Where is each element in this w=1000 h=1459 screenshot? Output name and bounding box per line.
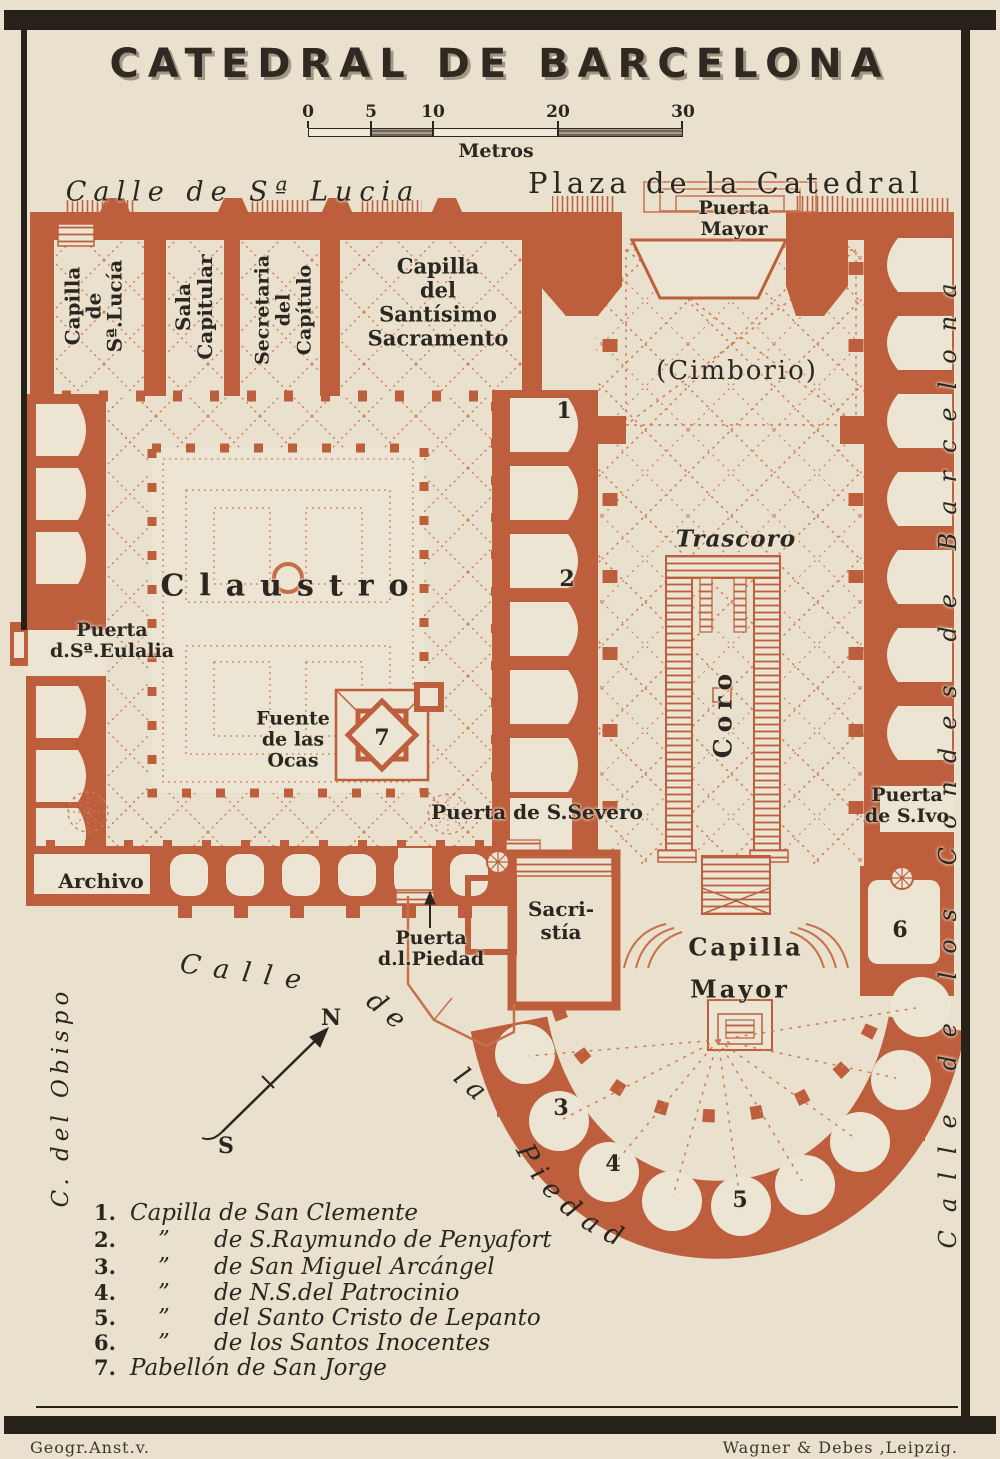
legend-row: 7.Pabellón de San Jorge: [94, 1355, 387, 1381]
frame-right: [961, 10, 970, 1416]
sacristy: [465, 849, 621, 1011]
compass-south-label: S: [218, 1133, 234, 1159]
legend-row: 3.”de San Miguel Arcángel: [94, 1254, 495, 1280]
door-label-ivo: Puerta de S.Ivo: [864, 784, 950, 827]
chapel-number-5: 5: [732, 1187, 748, 1213]
scale-tick: 30: [671, 102, 695, 122]
room-label-sala-capitular: Sala Capitular: [171, 254, 217, 360]
piedad-courtyard: [406, 896, 516, 1048]
room-label-archivo: Archivo: [58, 869, 144, 893]
chapel-number-6: 6: [892, 917, 908, 943]
coro-enclosure: [657, 555, 789, 863]
legend-row: 6.”de los Santos Inocentes: [94, 1330, 491, 1356]
spiral-stair-icons: [486, 850, 914, 890]
scale-tick: 5: [365, 102, 377, 122]
piedad-door-arrow: [424, 890, 436, 928]
street-label-obispo: C. del Obispo: [48, 986, 74, 1208]
room-label-trascoro: Trascoro: [675, 525, 797, 553]
room-label-claustro: Claustro: [160, 568, 424, 604]
frame-top: [4, 10, 996, 30]
vault-textures: [44, 240, 872, 864]
chapel-number-1: 1: [556, 398, 572, 424]
room-label-sacristia: Sacri- stía: [527, 897, 595, 944]
plaza-label: Plaza de la Catedral: [528, 166, 924, 200]
legend-row: 1.Capilla de San Clemente: [94, 1200, 419, 1226]
compass-needle: [201, 1026, 329, 1141]
scale-tick: 10: [421, 102, 445, 122]
cloister-south-band: [26, 840, 512, 918]
rosette-vaults: [67, 791, 469, 835]
chapel-number-4: 4: [605, 1151, 621, 1177]
door-label-piedad: Puerta d.l.Piedad: [377, 927, 485, 970]
legend-row: 2.”de S.Raymundo de Penyafort: [94, 1227, 552, 1253]
room-label-capilla-lucia: Capilla de Sª.Lucía: [60, 259, 127, 353]
credit-right: Wagner & Debes ,Leipzig.: [722, 1438, 958, 1457]
credit-left: Geogr.Anst.v.: [30, 1438, 150, 1457]
scale-tick: 20: [546, 102, 570, 122]
garth-well: [272, 562, 304, 594]
frame-bottom-thin: [36, 1406, 958, 1408]
door-label-severo: Puerta de S.Severo: [431, 800, 643, 824]
west-nave-chapels: [491, 390, 598, 868]
chapel-number-7: 7: [374, 725, 390, 751]
scale-tick: 0: [302, 102, 314, 122]
cloister-garth: [147, 443, 444, 798]
puerta-mayor-portal: [540, 181, 848, 316]
scale-unit: Metros: [458, 140, 534, 162]
street-label-condes: Calle de los Condes de Barcelona: [934, 265, 962, 1249]
apse-chapel-ring: [470, 977, 966, 1259]
legend-row: 5.”del Santo Cristo de Lepanto: [94, 1305, 541, 1331]
room-label-fuente: Fuente de las Ocas: [256, 707, 330, 772]
door-label-eulalia: Puerta d.Sª.Eulalia: [49, 619, 175, 662]
room-label-coro: Coro: [708, 667, 738, 759]
room-label-cimborio: (Cimborio): [656, 356, 818, 386]
chapel-number-3: 3: [553, 1095, 569, 1121]
page-title: CATEDRAL DE BARCELONA: [109, 41, 891, 87]
frame-bottom: [4, 1416, 996, 1434]
street-label-santa-lucia: Calle de Sª Lucia: [65, 176, 421, 208]
chapel-number-2: 2: [559, 566, 575, 592]
plan-walls: [10, 181, 966, 1259]
room-label-capilla-mayor-2: Mayor: [690, 974, 790, 1004]
cloister-west-band: [10, 394, 106, 880]
frame-left: [21, 30, 27, 630]
room-label-sacramento: Capilla del Santísimo Sacramento: [367, 253, 509, 352]
compass-north-label: N: [320, 1005, 342, 1031]
room-label-capilla-mayor-1: Capilla: [688, 932, 804, 962]
high-altar: [725, 1019, 755, 1039]
legend-row: 4.”de N.S.del Patrocinio: [94, 1280, 460, 1306]
fountain-of-the-geese: [344, 697, 420, 773]
room-label-secretaria: Secretaria del Capítulo: [251, 254, 316, 366]
door-label-puerta-mayor: Puerta Mayor: [698, 197, 770, 240]
